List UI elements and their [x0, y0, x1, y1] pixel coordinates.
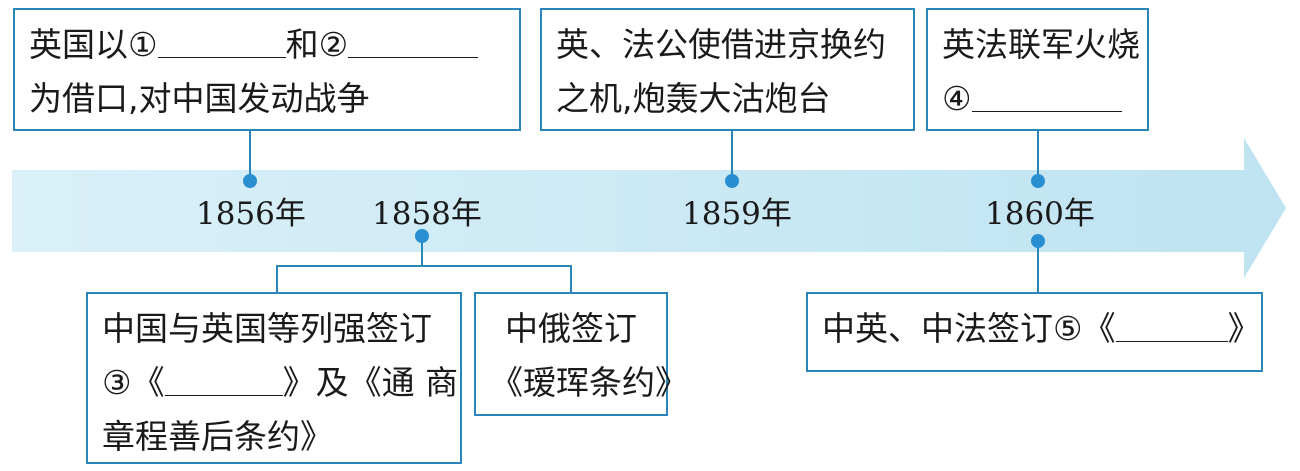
dot-1859	[725, 174, 739, 188]
blank-1	[157, 27, 286, 58]
event-1858-b-line1: 中俄签订	[505, 309, 637, 348]
event-1856-line2: 为借口,对中国发动战争	[29, 79, 370, 118]
event-1858-a-line3: 章程善后条约》	[102, 417, 333, 456]
dot-1860-top	[1031, 174, 1045, 188]
event-box-1860-top: 英法联军火烧 ④	[926, 8, 1149, 131]
event-1859-line1: 英、法公使借进京换约	[556, 25, 886, 64]
event-box-1859: 英、法公使借进京换约 之机,炮轰大沽炮台	[540, 8, 915, 131]
event-1859-line2: 之机,炮轰大沽炮台	[556, 79, 831, 118]
event-1858-a-line2: ③《》及《通 商	[102, 363, 459, 402]
year-label-1858: 1858年	[372, 196, 482, 232]
dot-1856	[243, 174, 257, 188]
blank-3	[164, 365, 283, 396]
dot-1858	[415, 229, 429, 243]
event-box-1858-b: 中俄签订 《瑷珲条约》	[474, 292, 688, 416]
year-label-1860: 1860年	[985, 196, 1095, 232]
timeline-arrow	[12, 138, 1286, 278]
event-1858-b-line2: 《瑷珲条约》	[490, 363, 688, 402]
event-1860-top-line1: 英法联军火烧	[942, 25, 1140, 64]
dot-1860-bottom	[1031, 234, 1045, 248]
event-box-1858-a: 中国与英国等列强签订 ③《》及《通 商 章程善后条约》	[86, 292, 462, 464]
event-1860-bottom-line1: 中英、中法签订⑤《》	[822, 309, 1261, 348]
blank-4	[971, 81, 1122, 112]
event-1858-a-line1: 中国与英国等列强签订	[102, 309, 432, 348]
event-box-1860-bottom: 中英、中法签订⑤《》	[806, 292, 1263, 372]
event-1860-top-line2: ④	[942, 72, 1133, 126]
year-label-1859: 1859年	[682, 196, 792, 232]
blank-2	[348, 27, 479, 58]
connector-1858-branch	[276, 265, 572, 292]
blank-5	[1115, 311, 1228, 342]
year-label-1856: 1856年	[196, 196, 306, 232]
